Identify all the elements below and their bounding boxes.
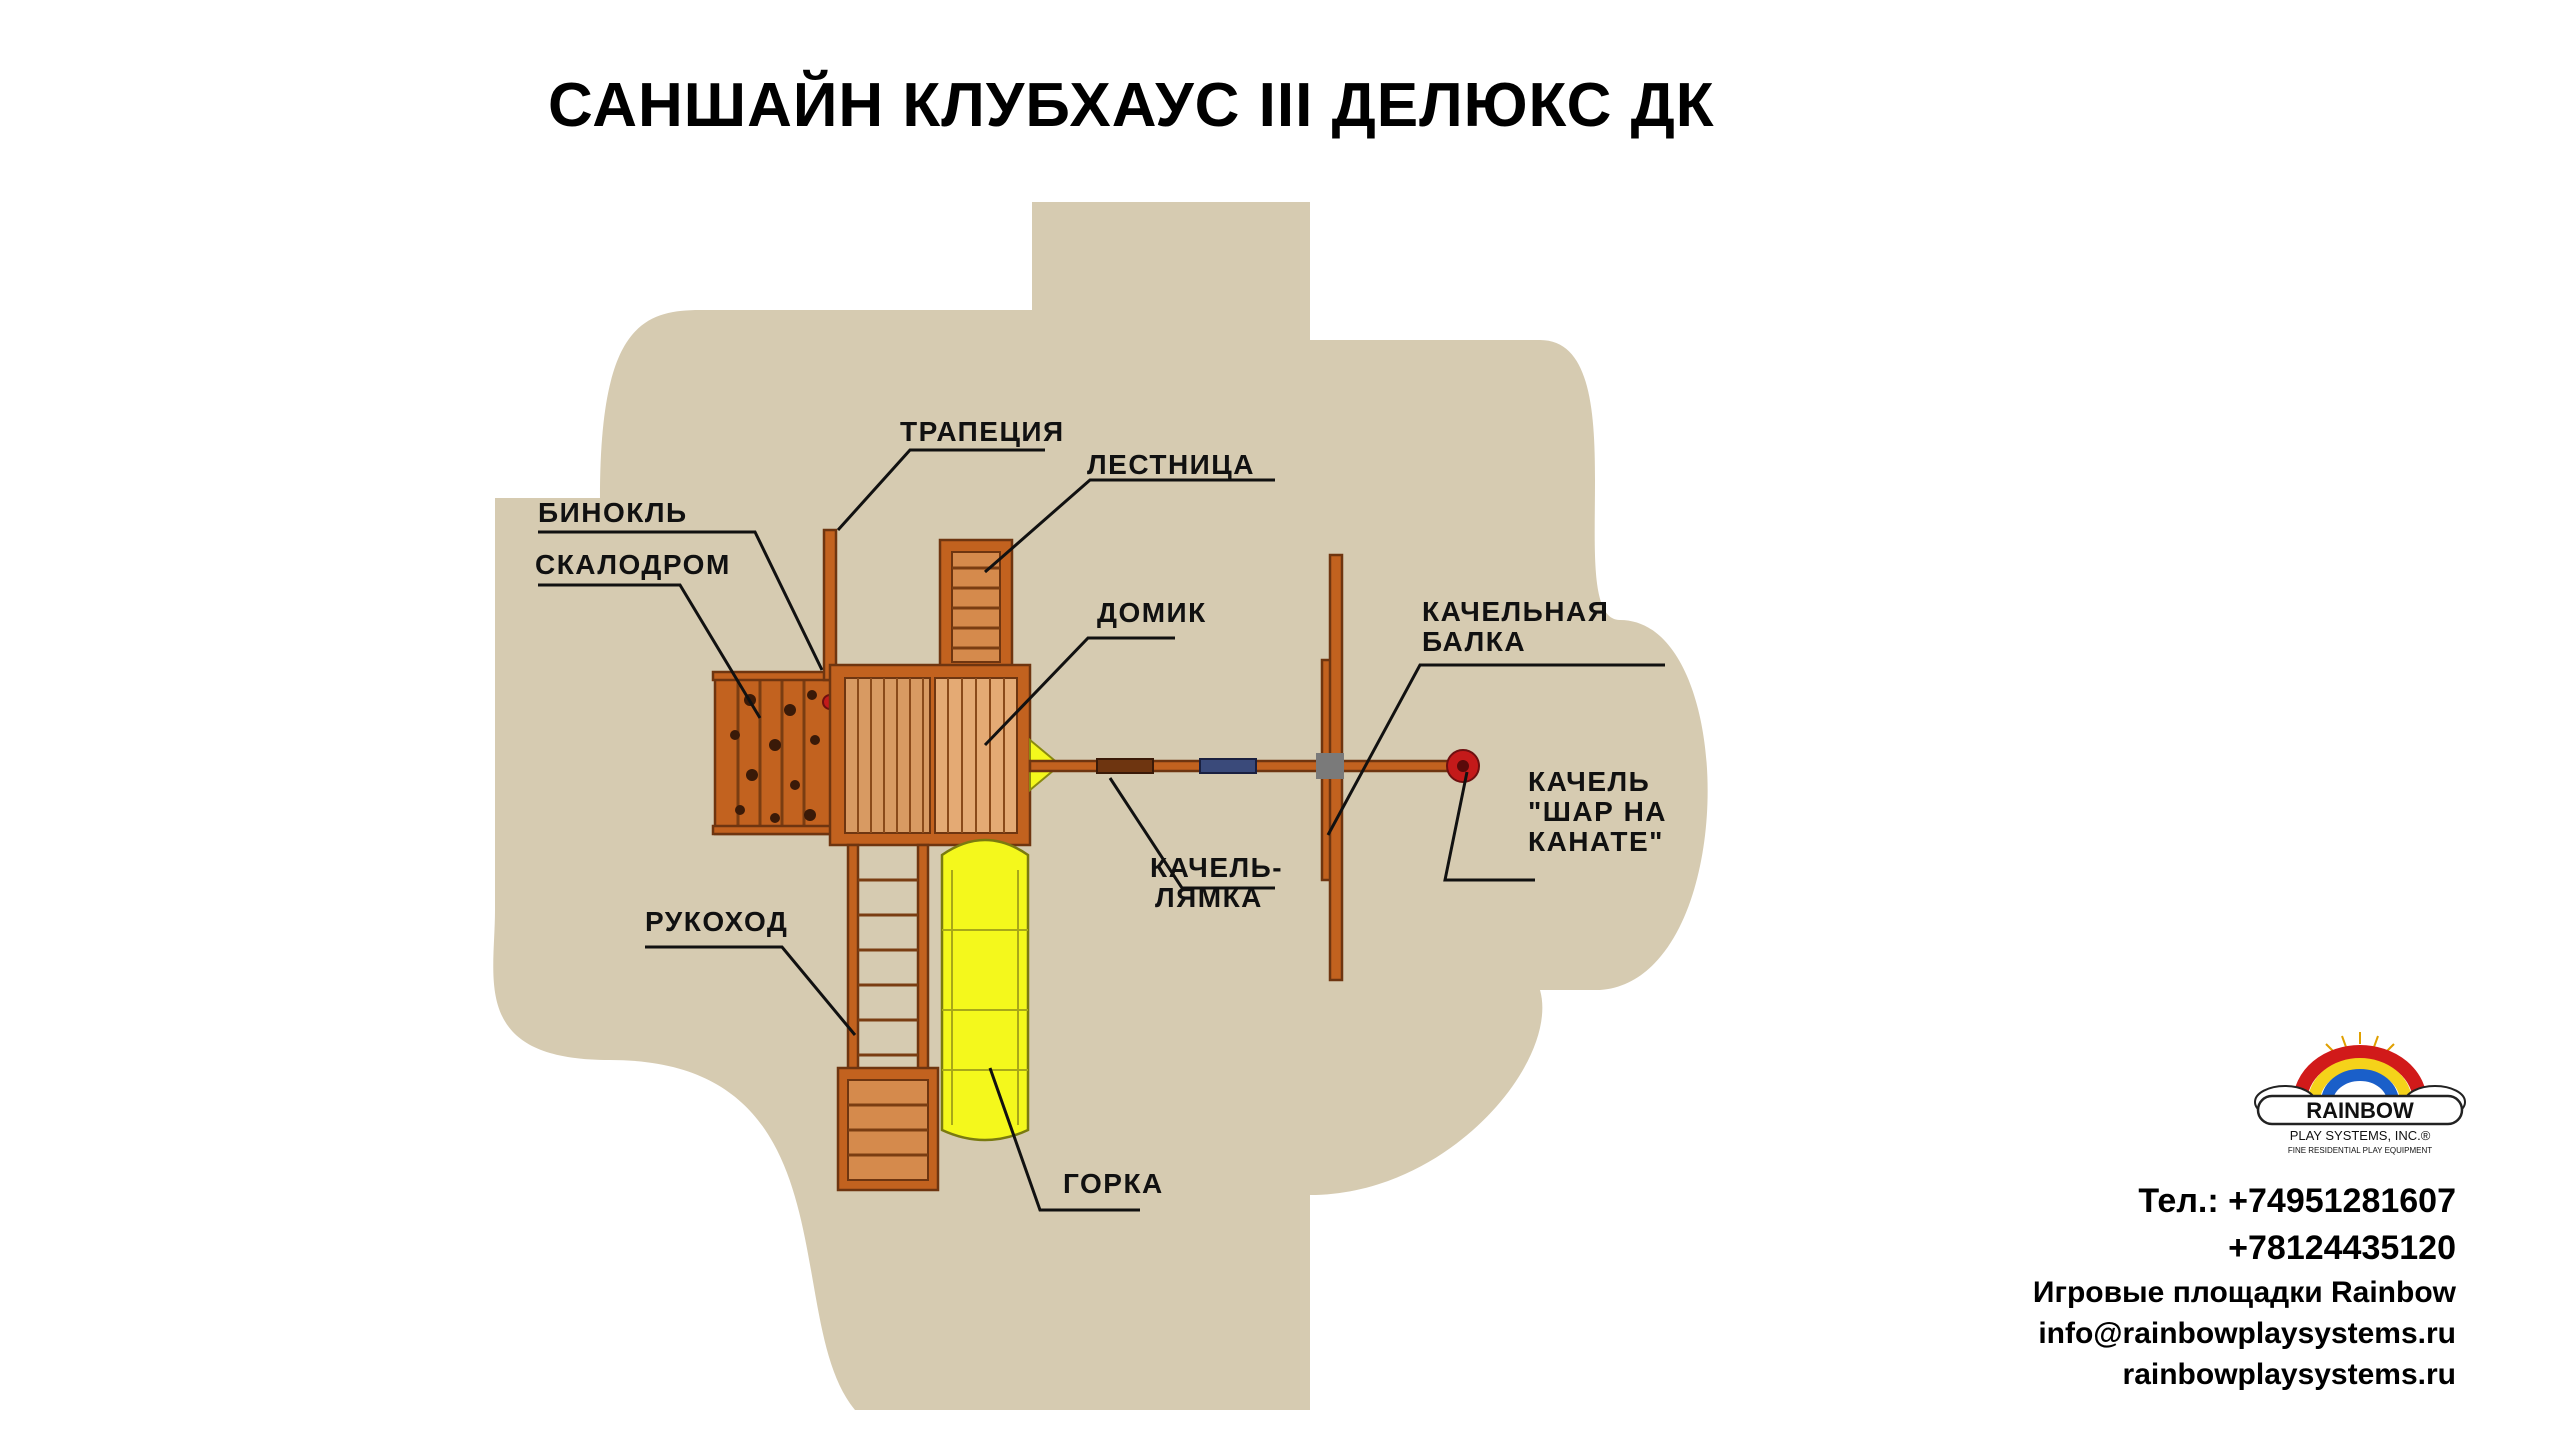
clubhouse <box>828 663 1032 847</box>
contact-block: Тел.: +74951281607 +78124435120 Игровые … <box>2033 1178 2456 1395</box>
page-title: САНШАЙН КЛУБХАУС III ДЕЛЮКС ДК <box>548 71 1715 140</box>
phone-2: +78124435120 <box>2228 1229 2456 1267</box>
label-slide: ГОРКА <box>1063 1168 1164 1199</box>
monkey-bars <box>836 843 940 1192</box>
climbing-wall <box>711 670 839 836</box>
label-house: ДОМИК <box>1097 597 1207 628</box>
phone-1: Тел.: +74951281607 <box>2138 1182 2456 1220</box>
label-ball-swing-2: "ШАР НА <box>1528 796 1667 827</box>
label-belt-swing-2: ЛЯМКА <box>1155 882 1263 913</box>
label-climbing-wall: СКАЛОДРОМ <box>535 549 731 580</box>
label-swing-beam-1: КАЧЕЛЬНАЯ <box>1422 596 1609 627</box>
logo-subtitle: PLAY SYSTEMS, INC.® <box>2290 1128 2431 1143</box>
trapeze-post <box>822 528 838 682</box>
play-area-ground <box>493 202 1708 1410</box>
label-trapeze: ТРАПЕЦИЯ <box>900 416 1065 447</box>
logo-tagline: FINE RESIDENTIAL PLAY EQUIPMENT <box>2288 1146 2432 1155</box>
logo-brand: RAINBOW <box>2306 1098 2414 1123</box>
company-name: Игровые площадки Rainbow <box>2032 1276 2456 1309</box>
leader-lines <box>538 448 1665 1212</box>
belt-swing-seat-2 <box>1199 758 1257 774</box>
rainbow-logo: RAINBOW PLAY SYSTEMS, INC.® FINE RESIDEN… <box>2254 1032 2466 1155</box>
label-ball-swing-1: КАЧЕЛЬ <box>1528 766 1650 797</box>
email: info@rainbowplaysystems.ru <box>2038 1317 2456 1350</box>
label-monkey-bars: РУКОХОД <box>645 906 788 937</box>
label-ladder: ЛЕСТНИЦА <box>1087 449 1255 480</box>
label-ball-swing-3: КАНАТЕ" <box>1528 826 1664 857</box>
website: rainbowplaysystems.ru <box>2122 1358 2456 1391</box>
belt-swing-seat-1 <box>1096 758 1154 774</box>
ball-swing <box>1446 749 1480 783</box>
slide <box>940 838 1030 1142</box>
label-binoculars: БИНОКЛЬ <box>538 497 688 528</box>
label-belt-swing-1: КАЧЕЛЬ- <box>1150 852 1283 883</box>
label-swing-beam-2: БАЛКА <box>1422 626 1526 657</box>
